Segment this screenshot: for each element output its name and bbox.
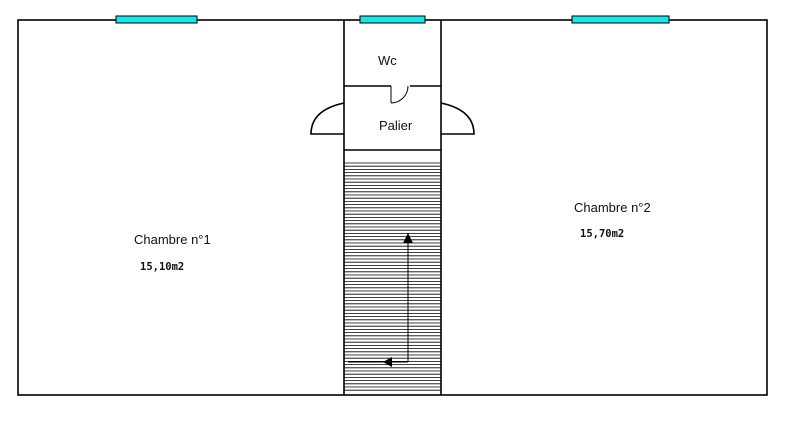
stair-treads	[344, 162, 441, 391]
room-area-chambre-2: 15,70m2	[580, 228, 624, 240]
wc-door-swing	[390, 85, 409, 104]
room-label-chambre-1: Chambre n°1	[134, 232, 211, 247]
palier-door-right	[440, 102, 475, 135]
window-middle	[359, 15, 426, 24]
window-right	[571, 15, 670, 24]
palier-door-left	[310, 102, 345, 135]
room-label-chambre-2: Chambre n°2	[574, 200, 651, 215]
stair-arrow	[348, 233, 413, 367]
room-label-wc: Wc	[378, 53, 397, 68]
room-label-palier: Palier	[379, 118, 413, 133]
room-area-chambre-1: 15,10m2	[140, 261, 184, 273]
window-left	[115, 15, 198, 24]
